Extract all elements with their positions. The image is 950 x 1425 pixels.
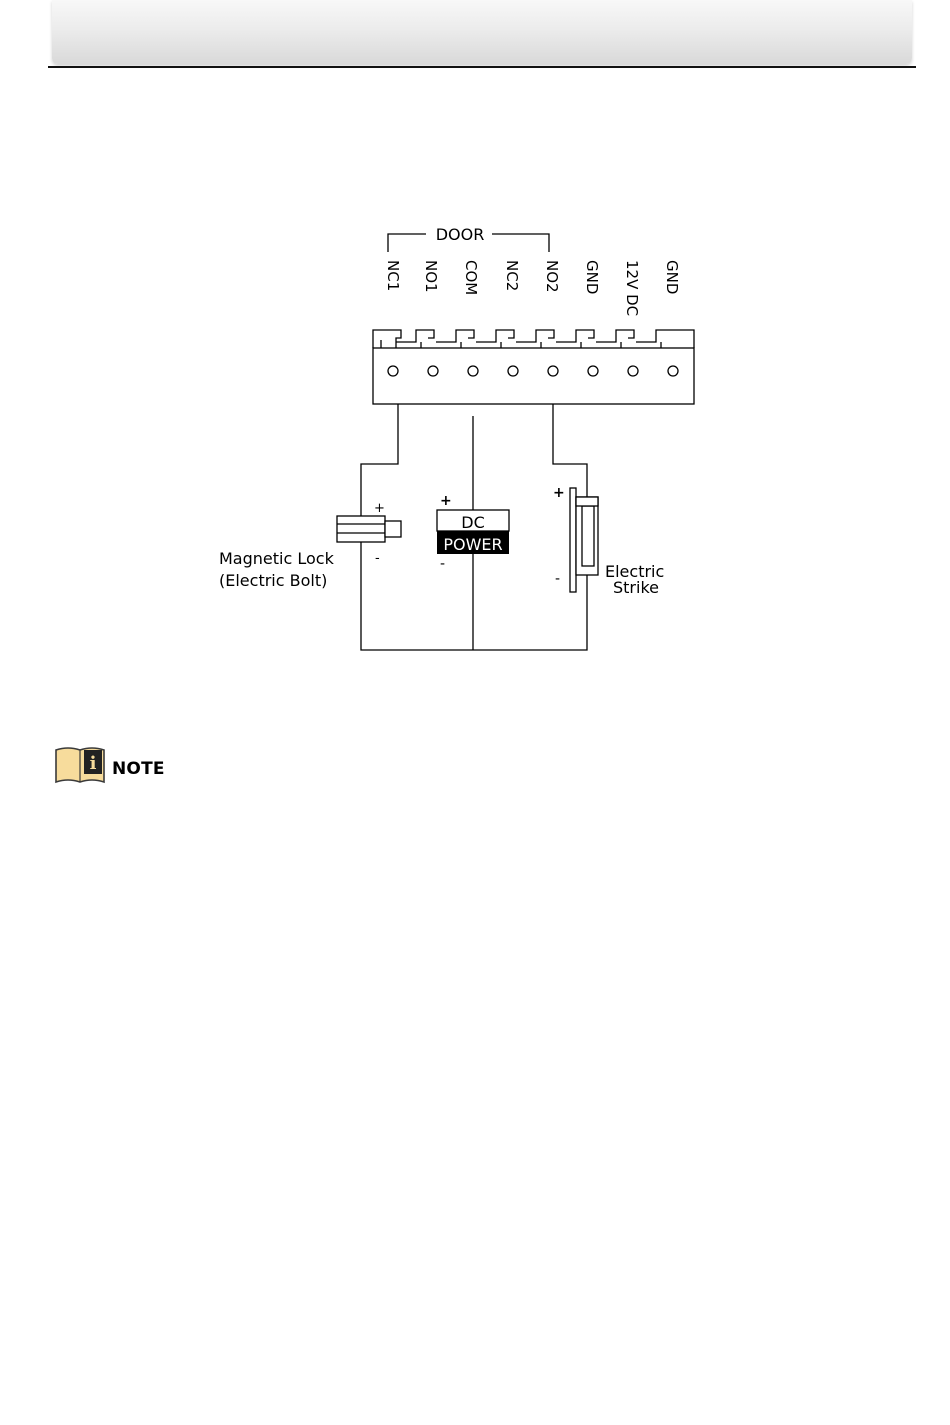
magnetic-lock-label-1: Magnetic Lock [219,549,335,568]
terminal-label-gnd-2: GND [663,260,681,294]
dc-power-label-power: POWER [443,535,502,554]
dc-power-label-dc: DC [461,513,485,532]
terminal-label-nc1: NC1 [384,260,402,291]
terminal-block [373,330,694,404]
electric-strike-minus: - [555,571,560,587]
terminal-clips [373,330,694,348]
wiring-svg: DOOR NC1 NO1 COM NC2 NO2 GND 12V DC GND [0,0,950,700]
terminal-labels: NC1 NO1 COM NC2 NO2 GND 12V DC GND [384,260,681,316]
terminal-label-com: COM [462,260,480,295]
terminal-label-12v-dc: 12V DC [623,260,641,316]
door-wiring-diagram: DOOR NC1 NO1 COM NC2 NO2 GND 12V DC GND [0,0,950,700]
electric-strike-label-2: Strike [613,578,659,597]
terminal-label-no2: NO2 [543,260,561,293]
info-icon-letter: i [90,753,97,774]
info-book-icon: i [54,744,106,784]
dc-power-plus: + [440,493,452,509]
terminal-label-no1: NO1 [422,260,440,293]
magnetic-lock-plus: + [374,501,385,516]
note-callout: i NOTE [54,744,165,784]
magnetic-lock-label-2: (Electric Bolt) [219,571,327,590]
electric-strike-plus: + [553,485,565,501]
note-label: NOTE [112,759,165,779]
terminal-label-gnd-1: GND [583,260,601,294]
magnetic-lock-minus: - [375,551,380,566]
electric-strike-symbol [570,488,598,592]
door-group-label: DOOR [436,225,485,244]
terminal-label-nc2: NC2 [503,260,521,291]
magnetic-lock-symbol [337,516,401,542]
dc-power-minus: - [440,556,445,572]
